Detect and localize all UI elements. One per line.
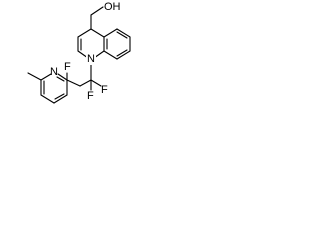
hydroxymethyl-group [90, 6, 104, 30]
bond-cf2-f-right [90, 79, 102, 87]
bond-c4prime-c5prime [40, 94, 55, 104]
benzo-ring [103, 28, 131, 60]
bond-cf2-c2prime [66, 79, 81, 87]
chemical-structure-diagram: OH N N F F F [27, 1, 131, 104]
bond-c4-c3 [77, 28, 92, 38]
atom-labels: OH N N F F F [50, 1, 121, 102]
bond-c7-c8-double [116, 49, 128, 57]
label-pyridine-nitrogen: N [50, 66, 58, 78]
bond-c8-c8a [103, 50, 118, 60]
bond-c5-c6 [116, 28, 131, 38]
bond-c6prime-methyl [27, 72, 42, 81]
label-fluorine-cf2-right: F [101, 84, 108, 96]
difluoromethylene-linker [79, 64, 102, 91]
bond-n-c2prime [57, 73, 68, 81]
pyridine-ring [27, 72, 81, 104]
label-hydroxyl: OH [104, 1, 121, 13]
label-quinoline-nitrogen: N [87, 53, 95, 65]
label-bg-quinoline-nitrogen [86, 53, 96, 65]
bond-c3prime-c4prime-double [54, 93, 65, 100]
bond-c5-c6-double [116, 31, 128, 39]
bond-c4a-c5 [103, 28, 118, 38]
bond-c3prime-c4prime [53, 94, 68, 104]
bond-cf2-f-upper [79, 79, 92, 87]
bond-ch2-oh [90, 6, 104, 16]
label-fluorine-cf2-bottom: F [87, 90, 94, 102]
bond-c6prime-n [40, 73, 52, 81]
bond-c4a-c4 [90, 28, 105, 38]
label-fluorine-ring: F [64, 61, 71, 73]
bond-c7-c8 [116, 50, 131, 60]
bond-n-c2prime-double [56, 76, 65, 82]
